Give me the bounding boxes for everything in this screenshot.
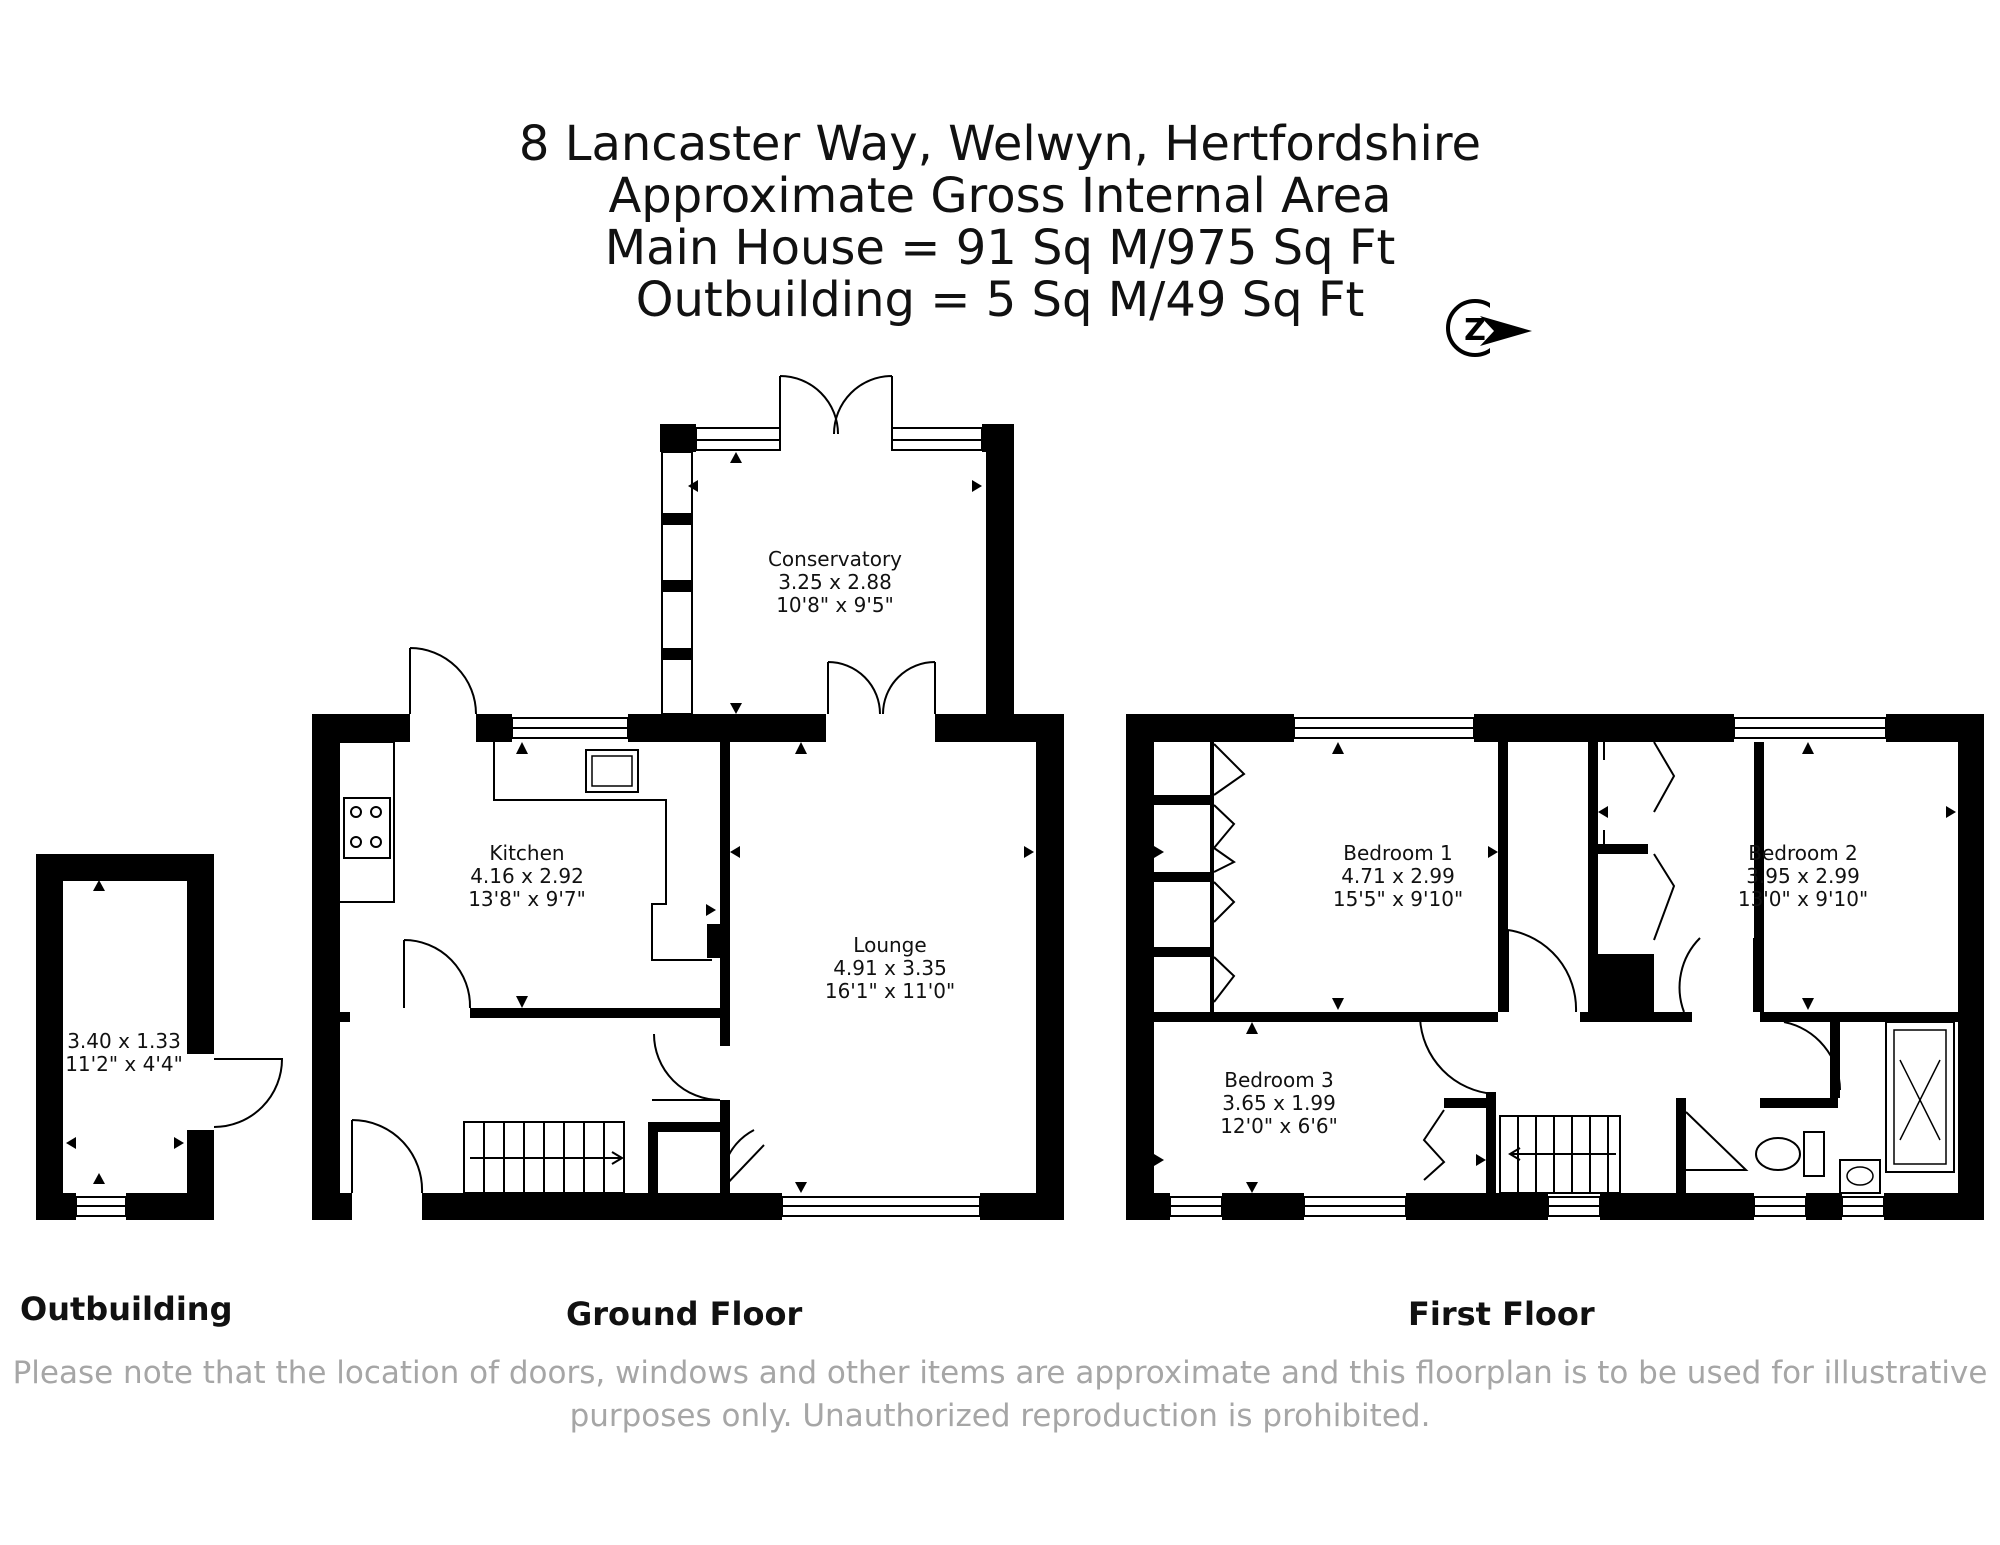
title-block: 8 Lancaster Way, Welwyn, Hertfordshire A… [0, 118, 2000, 326]
lounge-imperial: 16'1" x 11'0" [825, 979, 955, 1003]
property-address: 8 Lancaster Way, Welwyn, Hertfordshire [518, 116, 1482, 172]
conservatory-name: Conservatory [768, 547, 902, 571]
ground-floor-plan [312, 375, 1064, 1220]
kitchen-name: Kitchen [489, 841, 564, 865]
disclaimer-line-1: Please note that the location of doors, … [12, 1355, 1988, 1391]
lounge-name: Lounge [853, 933, 926, 957]
bedroom2-metric: 3.95 x 2.99 [1746, 864, 1860, 888]
outbuilding-imperial: 11'2" x 4'4" [65, 1052, 183, 1076]
bedroom3-metric: 3.65 x 1.99 [1222, 1091, 1336, 1115]
bedroom2-imperial: 13'0" x 9'10" [1738, 887, 1868, 911]
first-floor-plan [1126, 714, 1984, 1220]
conservatory-imperial: 10'8" x 9'5" [776, 593, 894, 617]
compass-letter: Z [1464, 313, 1486, 348]
ground-floor-label: Ground Floor [566, 1295, 803, 1333]
first-floor-label: First Floor [1408, 1295, 1595, 1333]
north-arrow-icon: Z [1446, 299, 1532, 357]
bedroom3-name: Bedroom 3 [1224, 1068, 1334, 1092]
bedroom2-name: Bedroom 2 [1748, 841, 1858, 865]
conservatory-metric: 3.25 x 2.88 [778, 570, 892, 594]
main-house-area: Main House = 91 Sq M/975 Sq Ft [604, 220, 1396, 276]
bedroom3-imperial: 12'0" x 6'6" [1220, 1114, 1338, 1138]
room-labels: 3.40 x 1.33 11'2" x 4'4" Conservatory 3.… [65, 547, 1868, 1138]
kitchen-metric: 4.16 x 2.92 [470, 864, 584, 888]
outbuilding-plan [36, 854, 284, 1220]
outbuilding-floor-label: Outbuilding [20, 1290, 233, 1328]
disclaimer: Please note that the location of doors, … [0, 1352, 2000, 1438]
disclaimer-line-2: purposes only. Unauthorized reproduction… [569, 1398, 1431, 1434]
area-heading: Approximate Gross Internal Area [608, 168, 1392, 224]
outbuilding-metric: 3.40 x 1.33 [67, 1029, 181, 1053]
kitchen-imperial: 13'8" x 9'7" [468, 887, 586, 911]
bedroom1-imperial: 15'5" x 9'10" [1333, 887, 1463, 911]
bedroom1-name: Bedroom 1 [1343, 841, 1453, 865]
bedroom1-metric: 4.71 x 2.99 [1341, 864, 1455, 888]
lounge-metric: 4.91 x 3.35 [833, 956, 947, 980]
outbuilding-area: Outbuilding = 5 Sq M/49 Sq Ft [635, 272, 1365, 328]
